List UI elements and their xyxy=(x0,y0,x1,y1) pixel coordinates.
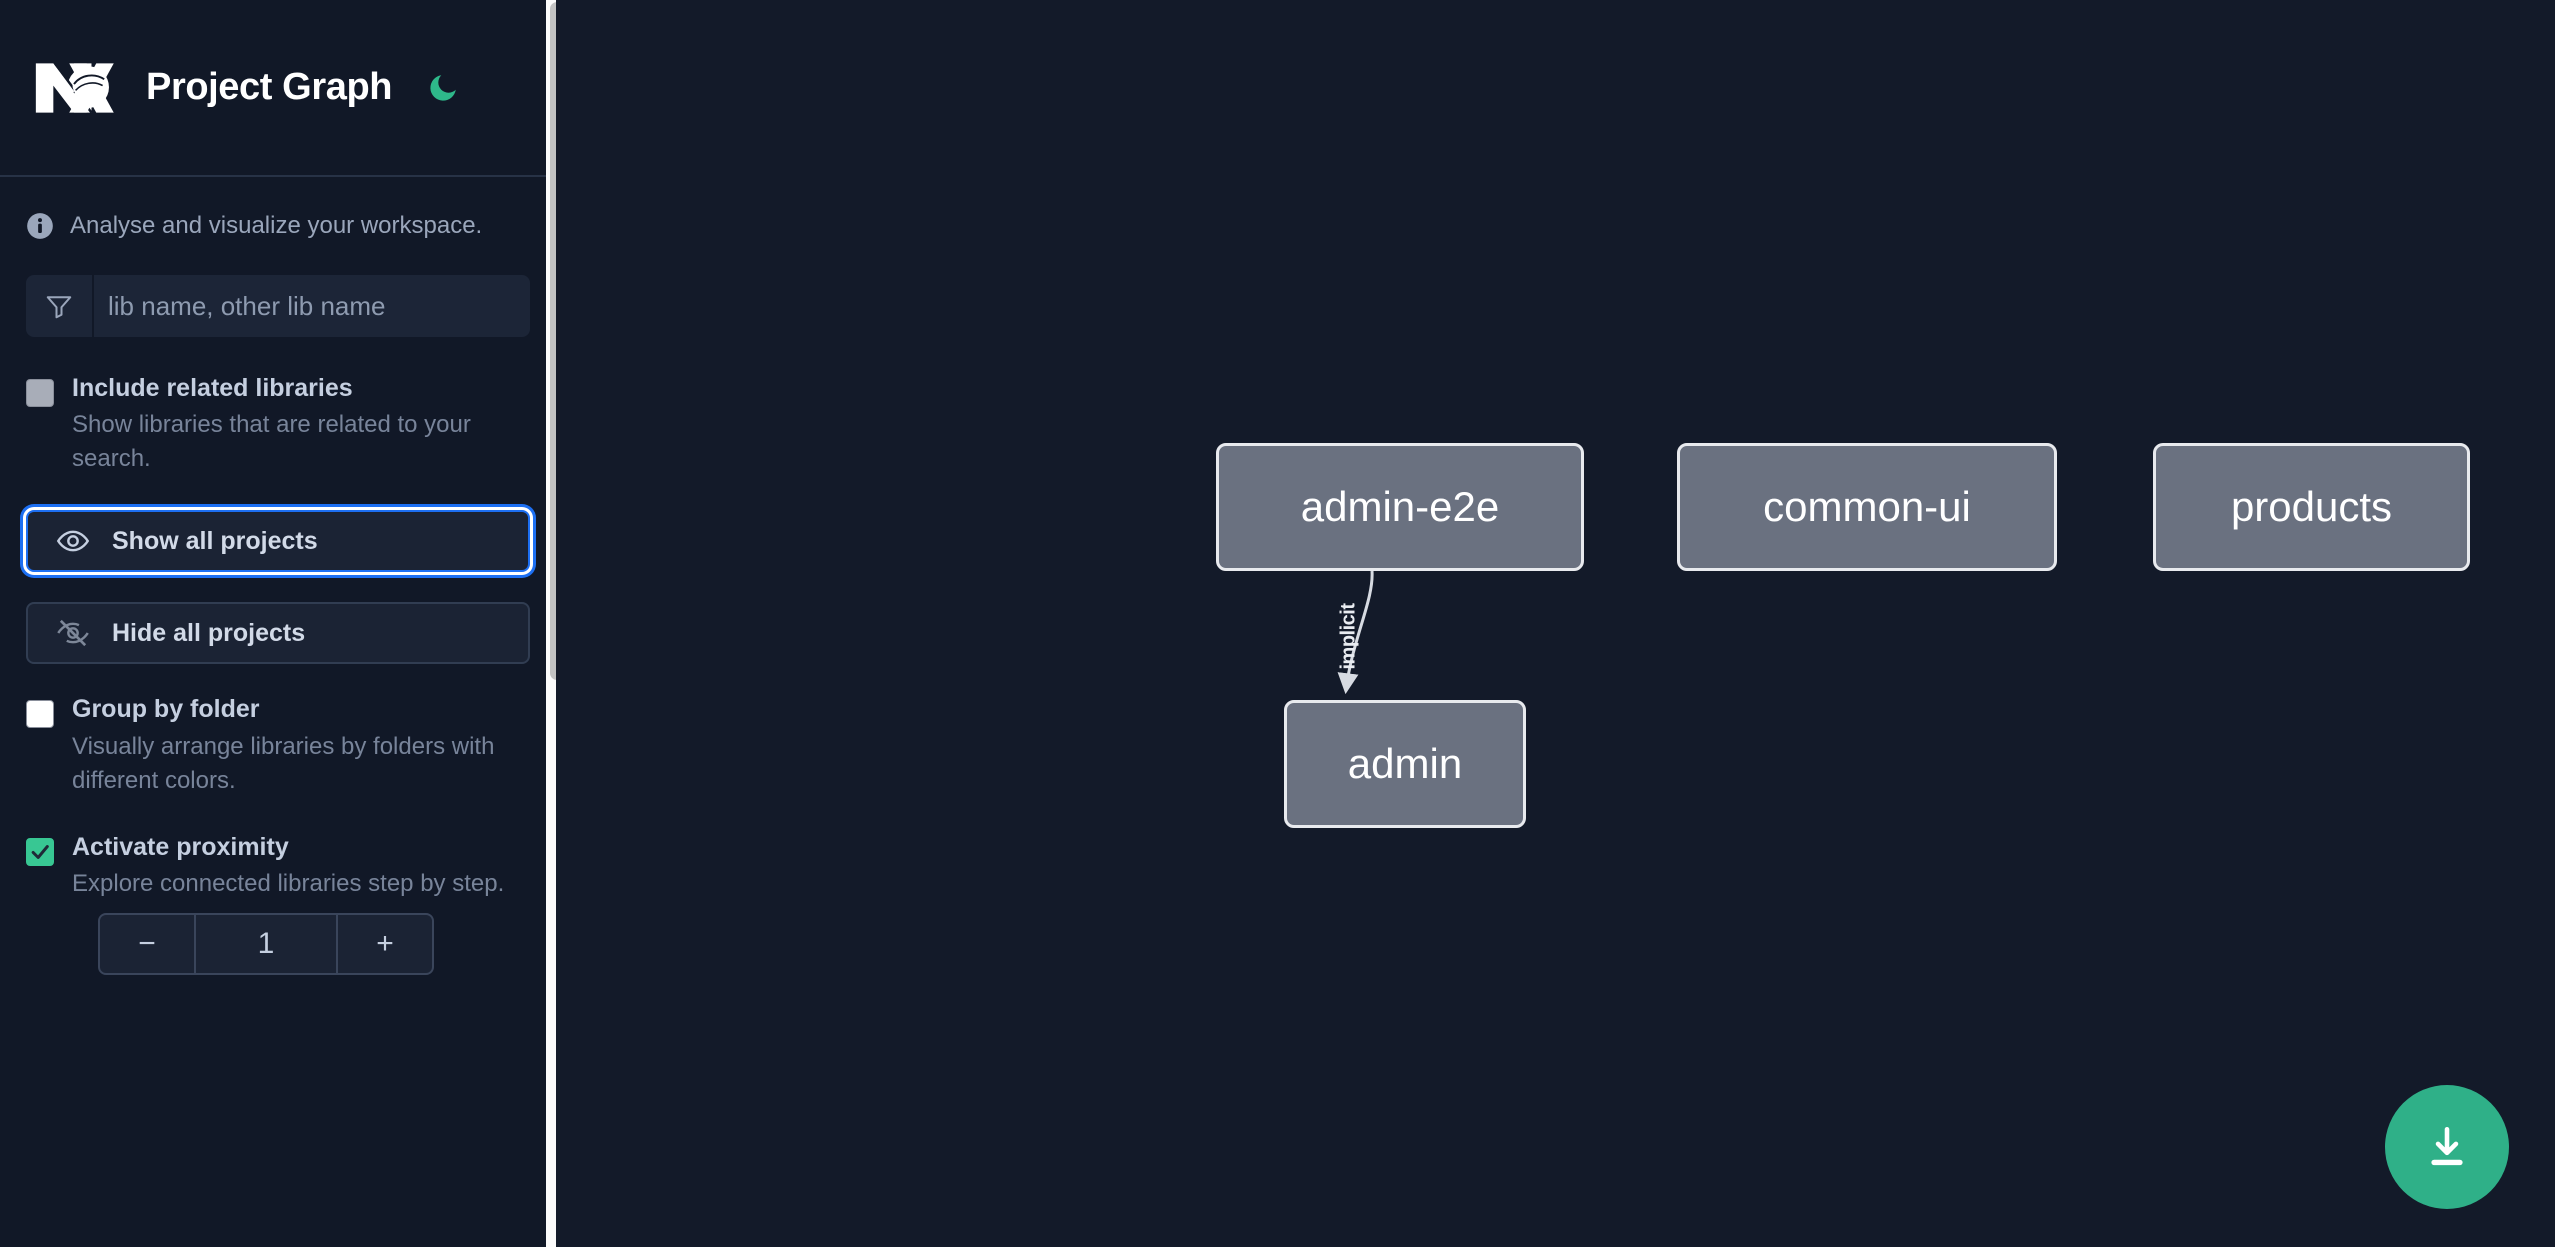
check-icon xyxy=(31,844,49,859)
sidebar: Project Graph Analyse and visualize your… xyxy=(0,0,556,1247)
sidebar-header: Project Graph xyxy=(0,0,556,177)
group-by-folder-description: Visually arrange libraries by folders wi… xyxy=(72,732,495,794)
hide-all-projects-label: Hide all projects xyxy=(112,618,306,647)
workspace-hint: Analyse and visualize your workspace. xyxy=(26,177,530,275)
filter-box[interactable] xyxy=(26,275,530,337)
eye-icon xyxy=(56,524,90,558)
graph-edges xyxy=(1337,570,1374,695)
download-button[interactable] xyxy=(2385,1085,2509,1209)
proximity-stepper[interactable]: − 1 + xyxy=(98,913,434,976)
option-include-related-libraries[interactable]: Include related libraries Show libraries… xyxy=(26,373,530,476)
proximity-increment-button[interactable]: + xyxy=(336,915,432,974)
graph-node-admin-e2e[interactable]: admin-e2e xyxy=(1216,443,1584,571)
graph-node-label: admin-e2e xyxy=(1300,483,1500,530)
include-related-libraries-label: Include related libraries xyxy=(72,374,353,402)
show-all-projects-label: Show all projects xyxy=(112,526,318,555)
search-input[interactable] xyxy=(94,275,530,337)
graph-node-admin[interactable]: admin xyxy=(1284,700,1526,828)
nx-logo-icon xyxy=(26,57,122,119)
graph-canvas[interactable]: admin-e2e common-ui products store-e2e a… xyxy=(556,0,2555,1247)
proximity-value: 1 xyxy=(257,927,275,961)
graph-node-common-ui[interactable]: common-ui xyxy=(1677,443,2057,571)
graph-node-label: admin xyxy=(1347,740,1463,787)
include-related-libraries-checkbox[interactable] xyxy=(26,379,54,407)
activate-proximity-checkbox[interactable] xyxy=(26,837,54,866)
eye-off-icon xyxy=(56,616,90,650)
workspace-hint-text: Analyse and visualize your workspace. xyxy=(70,212,483,239)
group-by-folder-checkbox[interactable] xyxy=(26,700,54,729)
show-all-projects-button[interactable]: Show all projects xyxy=(26,510,530,573)
activate-proximity-description: Explore connected libraries step by step… xyxy=(72,870,505,898)
sidebar-body: Analyse and visualize your workspace. In… xyxy=(0,177,556,976)
option-activate-proximity[interactable]: Activate proximity Explore connected lib… xyxy=(26,832,530,901)
edge-label-implicit-admin: implicit xyxy=(1337,603,1360,670)
page-title: Project Graph xyxy=(146,66,393,108)
moon-icon[interactable] xyxy=(422,67,464,109)
include-related-libraries-description: Show libraries that are related to your … xyxy=(72,411,471,473)
graph-node-label: common-ui xyxy=(1763,483,1971,530)
download-icon xyxy=(2431,1127,2463,1166)
graph-node-products[interactable]: products xyxy=(2153,443,2470,571)
activate-proximity-label: Activate proximity xyxy=(72,832,289,861)
option-group-by-folder[interactable]: Group by folder Visually arrange librari… xyxy=(26,694,530,797)
sidebar-scrollbar-thumb[interactable] xyxy=(550,2,556,680)
funnel-icon xyxy=(26,275,94,337)
hide-all-projects-button[interactable]: Hide all projects xyxy=(26,602,530,665)
graph-node-label: products xyxy=(2230,483,2393,530)
group-by-folder-label: Group by folder xyxy=(72,695,260,724)
proximity-decrement-button[interactable]: − xyxy=(100,915,196,974)
info-icon xyxy=(26,212,54,240)
